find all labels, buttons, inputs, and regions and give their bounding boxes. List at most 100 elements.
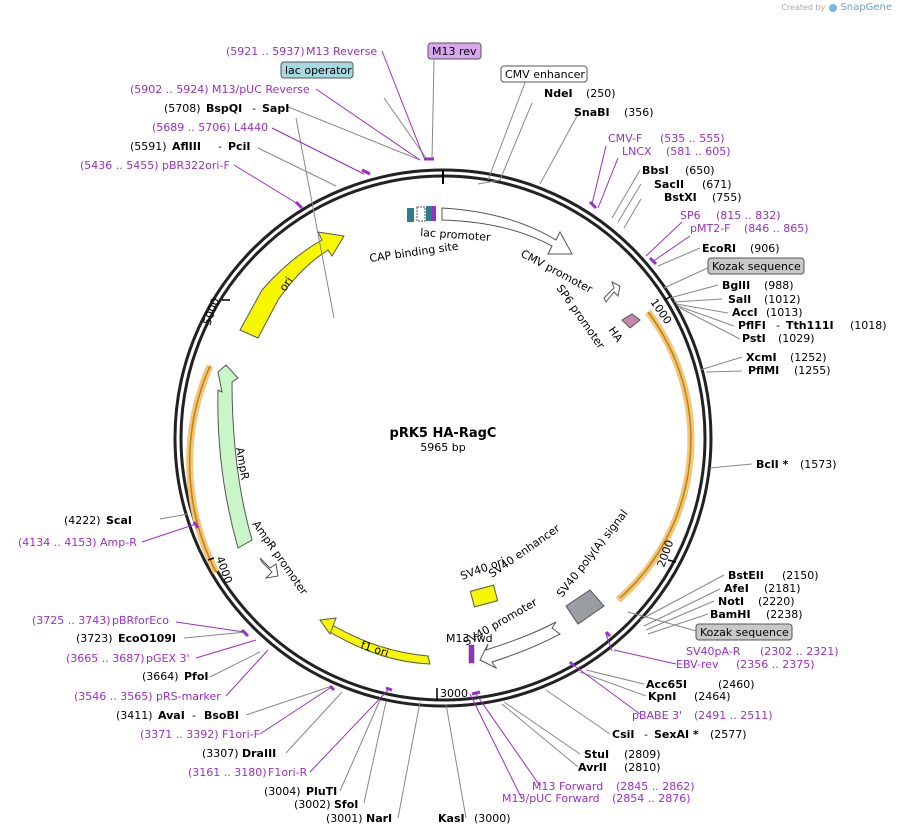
lac-operator-label-box	[280, 61, 354, 79]
site-scai-pos: (4222)	[64, 514, 101, 527]
site-snabi: SnaBI	[574, 106, 610, 119]
cap-site-box	[407, 208, 414, 222]
ampr-promoter-label: AmpR promoter	[250, 518, 311, 597]
site-bspqi: BspQI	[206, 102, 242, 115]
site-pcii: PciI	[228, 140, 250, 153]
cmv-enhancer-label: CMV enhancer	[505, 68, 585, 81]
sv40-enhancer-label: SV40 enhancer	[486, 521, 562, 580]
site-bbsi-pos: (650)	[685, 164, 715, 177]
site-afliii-pos: (5591)	[130, 140, 167, 153]
primer-m13forward-range: (2845 .. 2862)	[616, 780, 695, 793]
primer-m13pucforward: M13/pUC Forward	[502, 792, 600, 805]
primer-sp6: SP6	[680, 209, 701, 222]
site-pfoi: PfoI	[184, 670, 209, 683]
site-avrii-pos: (2810)	[624, 761, 661, 774]
m13rev-box	[432, 206, 436, 221]
site-bcli-pos: (1573)	[800, 458, 837, 471]
credit-prefix: Created by	[781, 3, 826, 12]
site-acci-pos: (1013)	[766, 306, 803, 319]
site-pflfi: PflFI	[738, 319, 766, 332]
ori-feature	[239, 231, 345, 339]
site-bstxi-pos: (755)	[712, 191, 742, 204]
primer-l4440-range: (5689 .. 5706)	[152, 121, 231, 134]
ampr-label: AmpR	[233, 446, 252, 481]
site-psti-pos: (1029)	[778, 332, 815, 345]
sp6-promoter-feature	[603, 281, 621, 303]
primer-m13reverse: M13 Reverse	[306, 45, 377, 58]
site-bamhi: BamHI	[710, 608, 751, 621]
site-pfoi-pos: (3664)	[142, 670, 179, 683]
primer-ebv-rev-range: (2356 .. 2375)	[736, 658, 815, 671]
site-kasi: KasI	[438, 812, 465, 825]
site-acci: AccI	[732, 306, 758, 319]
site-nari-pos: (3001)	[326, 812, 363, 825]
ampr-feature	[217, 364, 253, 549]
f1-ori-arrowhead	[319, 617, 337, 636]
sv40-promoter-feature	[479, 621, 561, 670]
site-pflfi-pos: (1018)	[850, 319, 887, 332]
kozak2-label-box	[695, 623, 793, 641]
site-sfoi: SfoI	[334, 798, 358, 811]
primer-f1orif: F1ori-F	[222, 728, 260, 741]
tick-3000: 3000	[440, 687, 468, 700]
primer-lncx-range: (581 .. 605)	[666, 145, 731, 158]
primer-l4440: L4440	[234, 121, 268, 134]
site-bstxi: BstXI	[664, 191, 697, 204]
site-sali-pos: (1012)	[764, 293, 801, 306]
site-scai: ScaI	[106, 514, 132, 527]
cmv-promoter-feature	[441, 207, 573, 255]
primer-pmt2f-range: (846 .. 865)	[744, 222, 809, 235]
site-sfoi-pos: (3002)	[294, 798, 331, 811]
kozak1-label-box	[707, 257, 805, 275]
site-acc65i-pos: (2460)	[718, 678, 755, 691]
site-bsteii: BstEII	[728, 569, 764, 582]
site-pflmi-pos: (1255)	[794, 364, 831, 377]
site-pflmi: PflMI	[748, 364, 779, 377]
m13fwd-label: M13 fwd	[446, 632, 493, 645]
site-bspqi-dash: -	[252, 102, 256, 115]
primer-sp6-range: (815 .. 832)	[716, 209, 781, 222]
primer-pbr322orif: pBR322ori-F	[162, 159, 230, 172]
site-bspqi-pos: (5708)	[164, 102, 201, 115]
primer-sv40pa-r: SV40pA-R	[686, 645, 741, 658]
site-bglii: BglII	[722, 279, 750, 292]
orf-arrow-arc	[619, 311, 692, 599]
site-bsteii-pos: (2150)	[782, 569, 819, 582]
site-csii-dash: -	[644, 728, 648, 741]
primer-pbabe3: pBABE 3'	[632, 709, 682, 722]
site-draiii: DraIII	[242, 747, 276, 760]
site-afliii: AflIII	[172, 140, 201, 153]
left-enzyme-labels: (5708) BspQI - SapI (5591) AflIII - PciI…	[64, 102, 392, 825]
right-enzyme-labels: NdeI (250) SnaBI (356) BbsI (650) SacII …	[438, 87, 887, 825]
site-csii-pos: (2577)	[710, 728, 747, 741]
site-ecori: EcoRI	[702, 242, 736, 255]
kozak2-label: Kozak sequence	[700, 626, 789, 639]
cmv-enhancer-label-box	[500, 65, 588, 83]
primer-ampr: Amp-R	[100, 536, 137, 549]
ha-label: HA	[606, 324, 626, 345]
primer-lncx: LNCX	[622, 145, 652, 158]
ha-feature	[621, 313, 641, 329]
site-ecoo109i-pos: (3723)	[76, 632, 113, 645]
sv40-polya-feature	[565, 589, 605, 625]
site-pflfi-dash: -	[776, 319, 780, 332]
site-ndei: NdeI	[544, 87, 573, 100]
enzyme-leaders	[159, 59, 753, 819]
site-avai: AvaI	[158, 709, 185, 722]
m13rev-label-box	[427, 42, 482, 60]
site-afei: AfeI	[724, 582, 749, 595]
site-sacii-pos: (671)	[702, 178, 732, 191]
ampr-promoter-feature	[259, 557, 279, 579]
site-bsobi: BsoBI	[204, 709, 239, 722]
site-kasi-pos: (3000)	[474, 812, 511, 825]
primer-leaders	[141, 50, 691, 800]
site-ndei-pos: (250)	[586, 87, 616, 100]
primer-f1orif-range: (3371 .. 3392)	[140, 728, 219, 741]
site-pluti: PluTI	[306, 785, 337, 798]
site-noti-pos: (2220)	[758, 595, 795, 608]
site-psti: PstI	[742, 332, 766, 345]
site-bcli: BclI *	[756, 458, 789, 471]
primer-f1orir-range: (3161 .. 3180)	[188, 766, 267, 779]
site-noti: NotI	[718, 595, 744, 608]
